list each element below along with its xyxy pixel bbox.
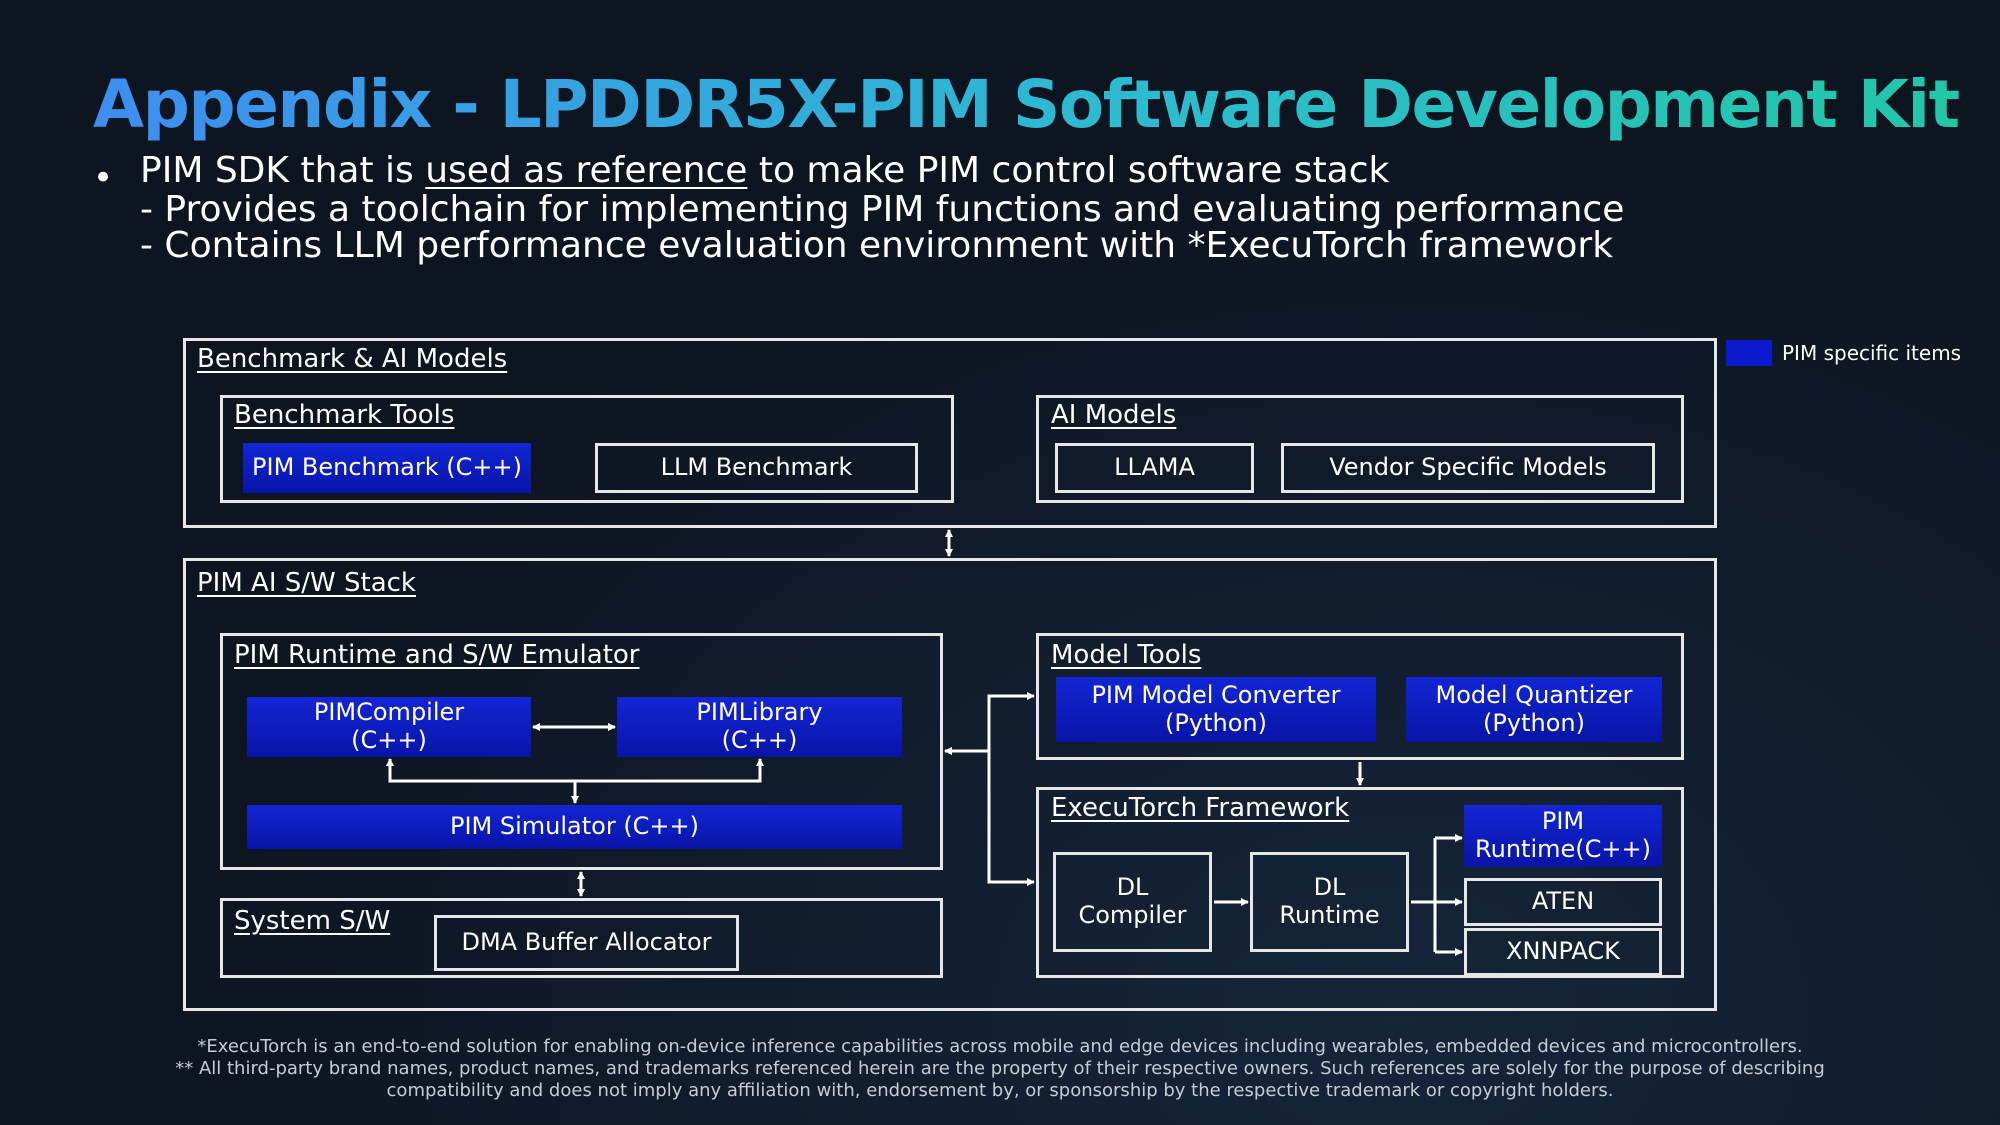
legend: PIM specific items (1726, 340, 1961, 366)
system-sw-label: System S/W (234, 906, 391, 936)
benchmark-tools-frame (220, 395, 954, 503)
reference-link-text: used as reference (425, 150, 748, 191)
bracket-to-model-executorch (987, 692, 1035, 886)
dl-runtime-box: DL Runtime (1250, 852, 1409, 952)
model-tools-frame (1036, 633, 1684, 760)
footnote-executorch: *ExecuTorch is an end-to-end solution fo… (197, 1036, 1803, 1057)
ai-models-frame (1036, 395, 1684, 503)
ai-models-label: AI Models (1051, 400, 1177, 430)
pim-simulator-box: PIM Simulator (C++) (247, 805, 902, 849)
dl-compiler-box: DL Compiler (1053, 852, 1212, 952)
benchmark-tools-label: Benchmark Tools (234, 400, 455, 430)
runtime-emulator-label: PIM Runtime and S/W Emulator (234, 640, 640, 670)
benchmark-ai-models-label: Benchmark & AI Models (197, 344, 508, 374)
connector-compiler-simulator (386, 758, 764, 783)
model-tools-label: Model Tools (1051, 640, 1202, 670)
xnnpack-box: XNNPACK (1464, 928, 1662, 976)
vendor-models-box: Vendor Specific Models (1281, 443, 1655, 493)
dma-buffer-allocator-box: DMA Buffer Allocator (434, 915, 739, 971)
benchmark-ai-models-frame (183, 338, 1717, 528)
system-sw-frame (220, 898, 943, 978)
runtime-emulator-frame (220, 633, 943, 870)
bullet-sub-1: - Provides a toolchain for implementing … (140, 189, 1625, 230)
pim-runtime-box: PIM Runtime(C++) (1464, 805, 1662, 867)
pim-ai-sw-stack-label: PIM AI S/W Stack (197, 568, 416, 598)
pim-library-box: PIMLibrary (C++) (617, 697, 902, 757)
bullet-line-1: PIM SDK that is used as reference to mak… (140, 150, 1389, 191)
legend-label: PIM specific items (1782, 341, 1962, 365)
bullet-line-1-pre: PIM SDK that is (140, 150, 426, 191)
bullet-line-1-post: to make PIM control software stack (747, 150, 1390, 191)
legend-swatch (1726, 340, 1772, 366)
pim-benchmark-box: PIM Benchmark (C++) (243, 443, 531, 493)
pim-ai-sw-stack-frame (183, 558, 1717, 1011)
llama-box: LLAMA (1055, 443, 1254, 493)
footnote-trademarks: ** All third-party brand names, product … (175, 1058, 1825, 1101)
executorch-frame (1036, 787, 1684, 978)
pim-compiler-box: PIMCompiler (C++) (247, 697, 531, 757)
executorch-label: ExecuTorch Framework (1051, 793, 1350, 823)
llm-benchmark-box: LLM Benchmark (595, 443, 918, 493)
pim-model-converter-box: PIM Model Converter (Python) (1056, 677, 1376, 742)
bullet-sub-2: - Contains LLM performance evaluation en… (140, 225, 1614, 266)
page-title: Appendix - LPDDR5X-PIM Software Developm… (93, 66, 1960, 143)
aten-box: ATEN (1464, 878, 1662, 926)
model-quantizer-box: Model Quantizer (Python) (1406, 677, 1662, 742)
bullet-marker: • (93, 158, 114, 198)
